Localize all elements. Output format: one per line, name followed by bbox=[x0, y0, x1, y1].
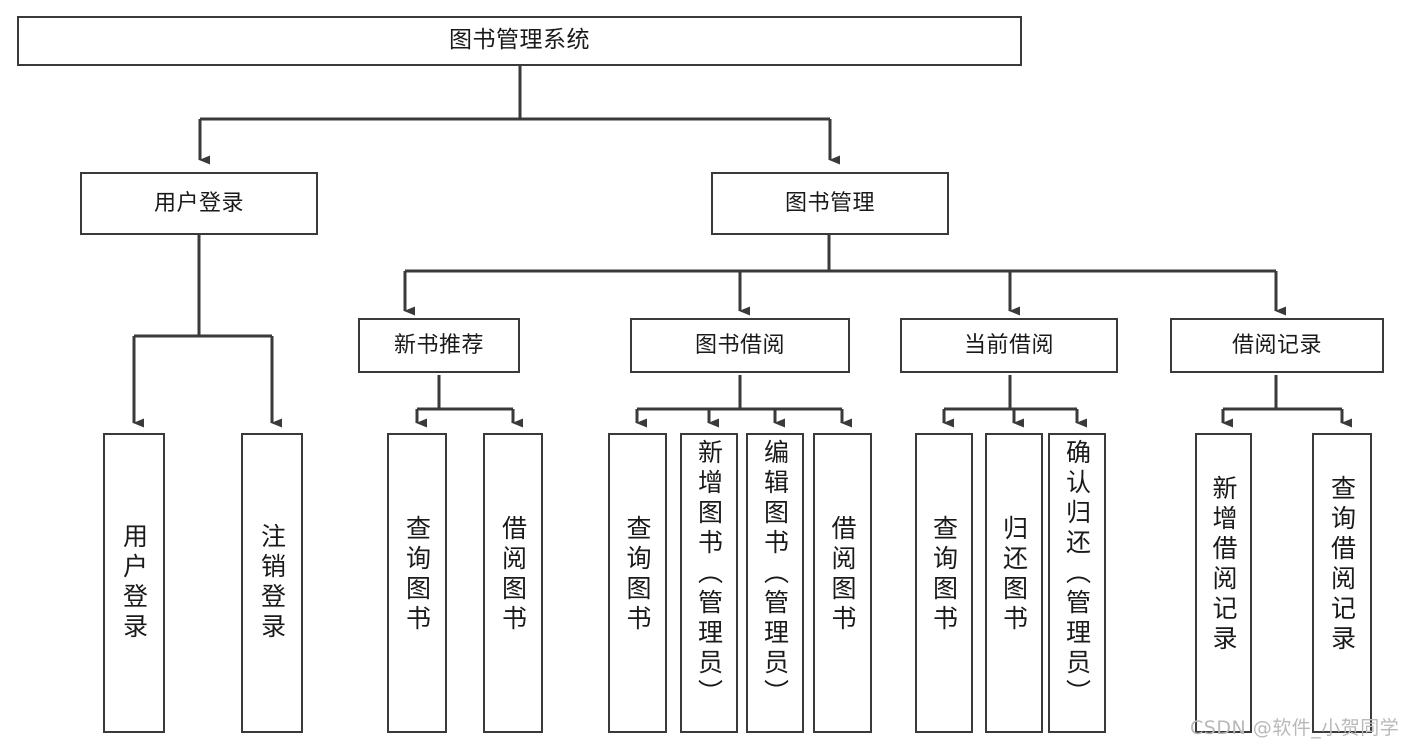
leaf-add-record-label: 新增借阅记录 bbox=[1209, 475, 1238, 655]
leaf-add-record[interactable]: 新增借阅记录 bbox=[1195, 433, 1252, 733]
node-new-book-recommend-label: 新书推荐 bbox=[393, 332, 484, 358]
node-book-borrow-label: 图书借阅 bbox=[694, 332, 785, 358]
node-book-borrow[interactable]: 图书借阅 bbox=[630, 318, 850, 373]
leaf-user-login[interactable]: 用户登录 bbox=[103, 433, 165, 733]
leaf-edit-book[interactable]: 编辑图书（管理员） bbox=[746, 433, 804, 733]
leaf-return-book[interactable]: 归还图书 bbox=[985, 433, 1043, 733]
leaf-add-book-label: 新增图书（管理员） bbox=[694, 439, 724, 709]
leaf-logout[interactable]: 注销登录 bbox=[241, 433, 303, 733]
node-book-manage-label: 图书管理 bbox=[784, 190, 875, 216]
leaf-borrow-book-2-label: 借阅图书 bbox=[828, 515, 857, 635]
leaf-query-record-label: 查询借阅记录 bbox=[1327, 475, 1357, 655]
leaf-confirm-return-label: 确认归还（管理员） bbox=[1062, 439, 1092, 709]
node-root-label: 图书管理系统 bbox=[449, 27, 590, 54]
leaf-borrow-book-1[interactable]: 借阅图书 bbox=[483, 433, 543, 733]
node-user-login-label: 用户登录 bbox=[153, 190, 244, 216]
leaf-query-book-2-label: 查询图书 bbox=[623, 515, 652, 635]
leaf-borrow-book-1-label: 借阅图书 bbox=[498, 515, 528, 635]
node-borrow-record-label: 借阅记录 bbox=[1231, 332, 1322, 358]
node-root[interactable]: 图书管理系统 bbox=[17, 16, 1022, 66]
leaf-confirm-return[interactable]: 确认归还（管理员） bbox=[1048, 433, 1106, 733]
node-current-borrow[interactable]: 当前借阅 bbox=[900, 318, 1118, 373]
leaf-query-record[interactable]: 查询借阅记录 bbox=[1312, 433, 1372, 733]
leaf-query-book-3-label: 查询图书 bbox=[929, 515, 959, 635]
leaf-query-book-1-label: 查询图书 bbox=[402, 515, 432, 635]
leaf-logout-label: 注销登录 bbox=[257, 523, 287, 643]
leaf-query-book-1[interactable]: 查询图书 bbox=[387, 433, 447, 733]
leaf-query-book-3[interactable]: 查询图书 bbox=[915, 433, 973, 733]
leaf-user-login-label: 用户登录 bbox=[119, 523, 149, 643]
node-book-manage[interactable]: 图书管理 bbox=[711, 172, 949, 235]
node-current-borrow-label: 当前借阅 bbox=[963, 332, 1054, 358]
leaf-add-book[interactable]: 新增图书（管理员） bbox=[680, 433, 738, 733]
leaf-query-book-2[interactable]: 查询图书 bbox=[608, 433, 667, 733]
node-new-book-recommend[interactable]: 新书推荐 bbox=[358, 318, 520, 373]
node-borrow-record[interactable]: 借阅记录 bbox=[1170, 318, 1384, 373]
node-user-login[interactable]: 用户登录 bbox=[80, 172, 318, 235]
leaf-return-book-label: 归还图书 bbox=[999, 515, 1029, 635]
csdn-watermark: CSDN @软件_小贺同学 bbox=[1190, 717, 1400, 739]
leaf-edit-book-label: 编辑图书（管理员） bbox=[760, 439, 790, 709]
leaf-borrow-book-2[interactable]: 借阅图书 bbox=[813, 433, 872, 733]
